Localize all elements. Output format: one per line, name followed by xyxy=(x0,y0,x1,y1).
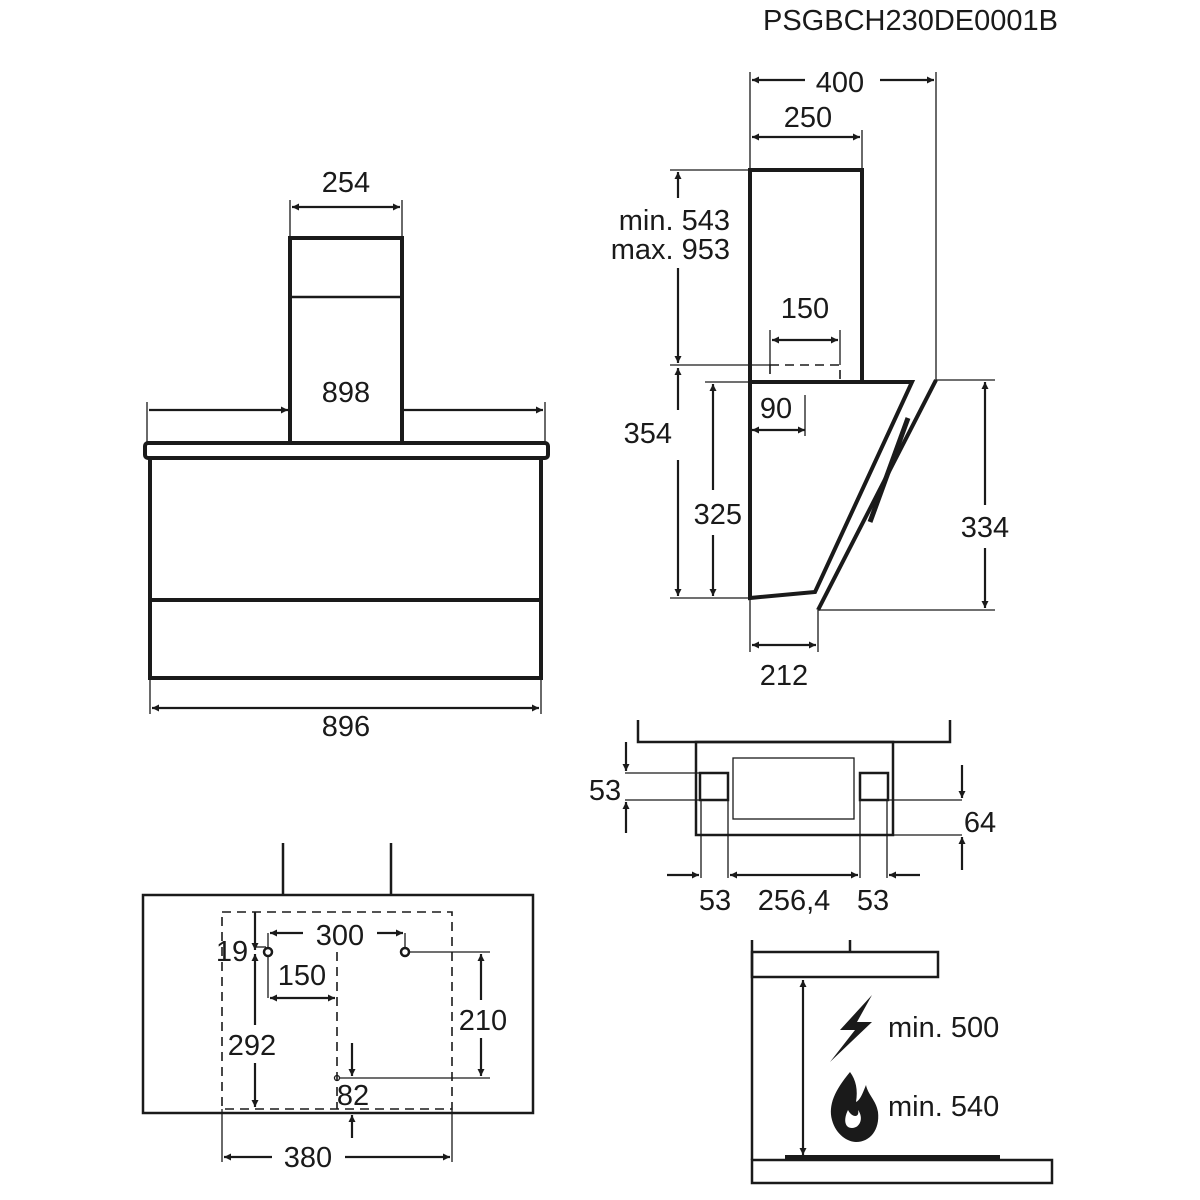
lightning-icon xyxy=(830,995,872,1062)
clearance-electric: min. 500 xyxy=(888,1012,999,1044)
dim-bracket-right: 64 xyxy=(964,807,996,839)
clearance-view: min. 500 min. 540 xyxy=(750,940,1054,1185)
hood-body xyxy=(148,456,543,680)
bracket-right xyxy=(858,771,890,802)
dim-outlet-offset: 90 xyxy=(760,393,792,425)
dim-top-offset: 19 xyxy=(216,936,248,968)
mounting-view: 300 19 150 292 210 82 380 xyxy=(141,843,535,1174)
dim-hood-top-width: 898 xyxy=(322,377,370,409)
outlet xyxy=(769,364,841,383)
clearance-gas: min. 540 xyxy=(888,1091,999,1123)
dim-chimney-width: 254 xyxy=(322,167,370,199)
dim-center-width: 256,4 xyxy=(758,885,831,917)
dim-outlet-width: 150 xyxy=(781,293,829,325)
mounting-hole-left xyxy=(262,946,274,958)
dim-vertical-span: 292 xyxy=(228,1030,276,1062)
glass-panel xyxy=(816,379,938,611)
duct-opening xyxy=(732,757,855,820)
dim-chimney-min: min. 543 xyxy=(619,205,730,237)
dim-lower-hole-height: 210 xyxy=(459,1005,507,1037)
chimney-top xyxy=(694,740,895,837)
dim-bottom-depth: 212 xyxy=(760,660,808,692)
side-view: 400 250 min. 543 max. 953 150 90 354 325… xyxy=(611,67,1009,692)
dim-hood-height: 354 xyxy=(624,418,672,450)
wall-outline xyxy=(141,893,535,1115)
top-view: 53 64 53 256,4 53 xyxy=(589,720,996,917)
dim-bottom-hole-offset: 82 xyxy=(337,1080,369,1112)
bracket-left xyxy=(698,771,730,802)
chimney xyxy=(288,236,404,445)
wall-line xyxy=(636,720,952,744)
dim-body-width: 896 xyxy=(322,711,370,743)
hood-shelf xyxy=(750,950,940,979)
mounting-hole-bottom xyxy=(333,1074,341,1082)
front-view: 254 898 896 xyxy=(143,167,550,743)
dim-body-height: 325 xyxy=(694,499,742,531)
dim-chimney-max: max. 953 xyxy=(611,234,730,266)
dim-overall-depth: 400 xyxy=(816,67,864,99)
hob xyxy=(750,1158,1054,1185)
flame-icon xyxy=(830,1072,879,1142)
glass-strip xyxy=(867,417,911,523)
hood-top xyxy=(143,441,550,460)
dim-right-offset: 53 xyxy=(857,885,889,917)
dim-chimney-depth: 250 xyxy=(784,102,832,134)
dim-left-offset: 53 xyxy=(699,885,731,917)
dim-holes-spacing: 300 xyxy=(316,920,364,952)
model-code: PSGBCH230DE0001B xyxy=(763,5,1058,37)
dim-half-spacing: 150 xyxy=(278,960,326,992)
mounting-hole-right xyxy=(399,946,411,958)
dim-glass-height: 334 xyxy=(961,512,1009,544)
hood-profile xyxy=(748,380,916,601)
dim-bracket-left: 53 xyxy=(589,775,621,807)
dim-template-width: 380 xyxy=(284,1142,332,1174)
chimney-side xyxy=(748,168,864,384)
